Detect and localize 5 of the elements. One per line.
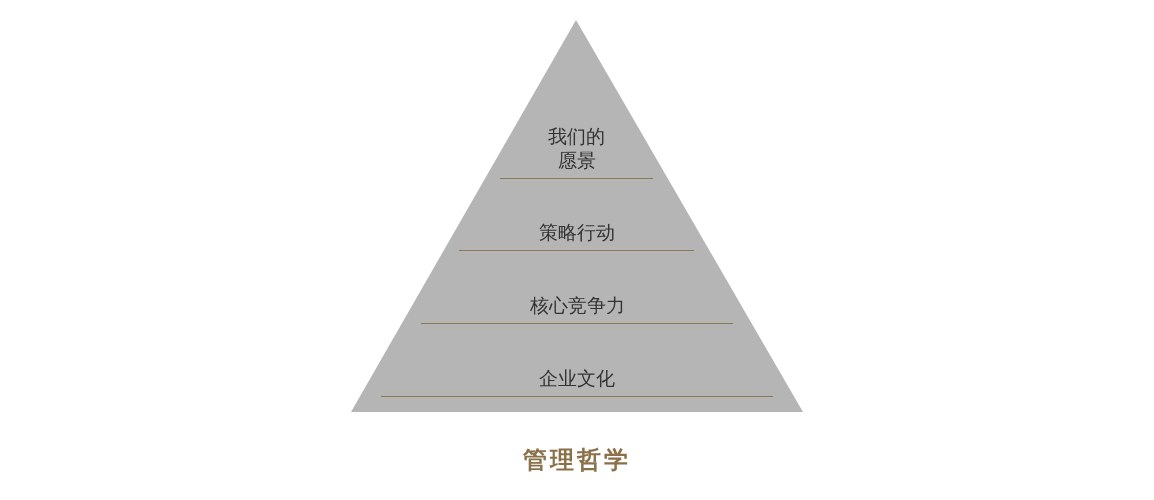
tier-label: 策略行动 — [538, 220, 615, 244]
tier-label: 我们的愿景 — [548, 124, 605, 172]
tier-label: 核心竞争力 — [529, 293, 625, 317]
caption: 管理哲学 — [522, 445, 632, 476]
tier-label: 企业文化 — [539, 366, 615, 390]
